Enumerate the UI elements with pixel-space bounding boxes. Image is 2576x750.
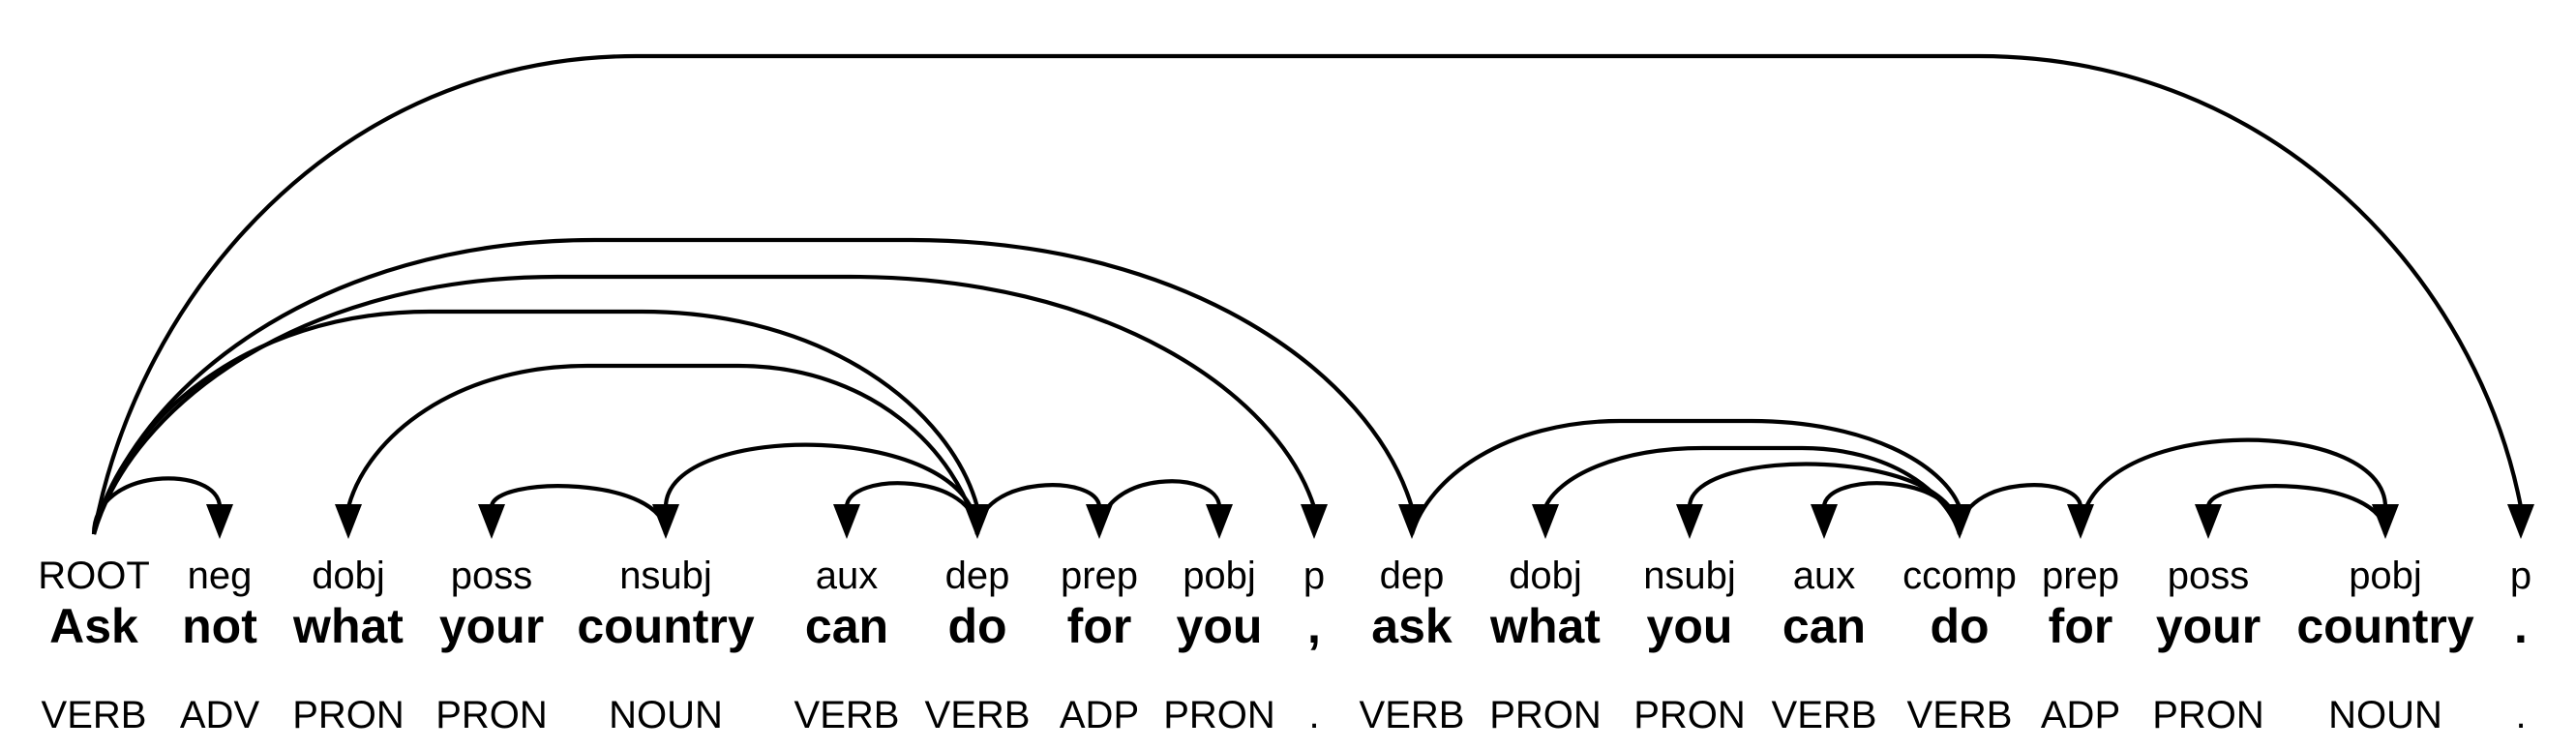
token-word: not	[182, 599, 257, 653]
dependency-arc-ccomp	[1409, 418, 1962, 535]
token-word: ask	[1371, 599, 1453, 653]
token-pos-tag: .	[2515, 694, 2526, 736]
dependency-arc-nsubj	[663, 442, 980, 535]
token-word: your	[2156, 599, 2261, 653]
token-dep-label: pobj	[2349, 555, 2422, 597]
token-pos-tag: VERB	[1360, 694, 1465, 736]
token-pos-tag: NOUN	[2328, 694, 2442, 736]
token-pos-tag: PRON	[292, 694, 404, 736]
token-pos-tag: PRON	[435, 694, 548, 736]
token-pos-tag: ADV	[180, 694, 260, 736]
token-pos-tag: VERB	[925, 694, 1031, 736]
token-dep-label: dep	[945, 555, 1010, 597]
arrowhead-dobj	[335, 504, 362, 539]
token-dep-label: p	[2510, 555, 2531, 597]
dependency-arc-p	[91, 274, 1316, 535]
arrowhead-nsubj	[1676, 504, 1703, 539]
token-word: country	[2296, 599, 2474, 653]
token-dep-label: nsubj	[1643, 555, 1736, 597]
token-dep-label: pobj	[1183, 555, 1256, 597]
token-pos-tag: ADP	[2041, 694, 2120, 736]
token-dep-label: neg	[188, 555, 253, 597]
token-word: ,	[1307, 599, 1321, 653]
token-pos-tag: VERB	[794, 694, 900, 736]
token-pos-tag: VERB	[42, 694, 147, 736]
token-pos-tag: PRON	[2152, 694, 2264, 736]
arrowhead-aux	[1811, 504, 1838, 539]
token-word: for	[2049, 599, 2113, 653]
token-word: Ask	[49, 599, 138, 653]
token-pos-tag: VERB	[1772, 694, 1877, 736]
token-word: you	[1647, 599, 1733, 653]
arrowhead-nsubj	[652, 504, 679, 539]
token-pos-tag: NOUN	[609, 694, 723, 736]
token-word: what	[292, 599, 404, 653]
dependency-arc-prep	[1957, 483, 2083, 535]
token-dep-label: prep	[1061, 555, 1138, 597]
token-word: your	[439, 599, 544, 653]
dependency-arc-pobj	[1096, 479, 1222, 535]
dependency-arc-dep	[91, 309, 980, 535]
token-dep-label: nsubj	[619, 555, 712, 597]
dependency-arc-prep	[974, 483, 1102, 535]
token-word: do	[1930, 599, 1989, 653]
token-dep-label: p	[1303, 555, 1325, 597]
arrowhead-dobj	[1532, 504, 1559, 539]
dependency-arc-dobj	[1543, 445, 1962, 535]
token-word: do	[947, 599, 1006, 653]
token-dep-label: aux	[816, 555, 879, 597]
arrowhead-aux	[833, 504, 860, 539]
dependency-arc-dobj	[345, 363, 980, 535]
dependency-arc-pobj	[2078, 437, 2388, 535]
token-dep-label: aux	[1793, 555, 1856, 597]
arrowhead-pobj	[1206, 504, 1233, 539]
token-word: can	[1782, 599, 1866, 653]
token-dep-label: prep	[2042, 555, 2119, 597]
token-dep-label: poss	[2168, 555, 2250, 597]
arrowhead-neg	[206, 504, 233, 539]
token-pos-tag: ADP	[1060, 694, 1139, 736]
token-pos-tag: PRON	[1633, 694, 1746, 736]
token-pos-tag: .	[1308, 694, 1319, 736]
token-word: you	[1177, 599, 1263, 653]
token-word: country	[577, 599, 755, 653]
dependency-arc-p	[91, 53, 2524, 535]
token-pos-tag: VERB	[1907, 694, 2013, 736]
token-dep-label: poss	[451, 555, 533, 597]
token-pos-tag: PRON	[1489, 694, 1602, 736]
token-dep-label: ccomp	[1902, 555, 2017, 597]
arrowhead-p	[2507, 504, 2534, 539]
token-dep-label: dep	[1380, 555, 1445, 597]
dependency-arc-dep	[91, 237, 1415, 535]
arrowhead-poss	[478, 504, 505, 539]
arrowhead-poss	[2195, 504, 2222, 539]
dependency-arc-poss	[489, 484, 669, 535]
dependency-arc-aux	[1821, 481, 1962, 535]
token-dep-label: dobj	[312, 555, 385, 597]
token-word: .	[2514, 599, 2528, 653]
token-dep-label: ROOT	[38, 555, 150, 597]
token-pos-tag: PRON	[1163, 694, 1275, 736]
token-word: for	[1067, 599, 1132, 653]
token-word: can	[805, 599, 888, 653]
token-dep-label: dobj	[1509, 555, 1582, 597]
dependency-arc-poss	[2205, 484, 2388, 535]
token-word: what	[1489, 599, 1601, 653]
arrowhead-p	[1301, 504, 1328, 539]
